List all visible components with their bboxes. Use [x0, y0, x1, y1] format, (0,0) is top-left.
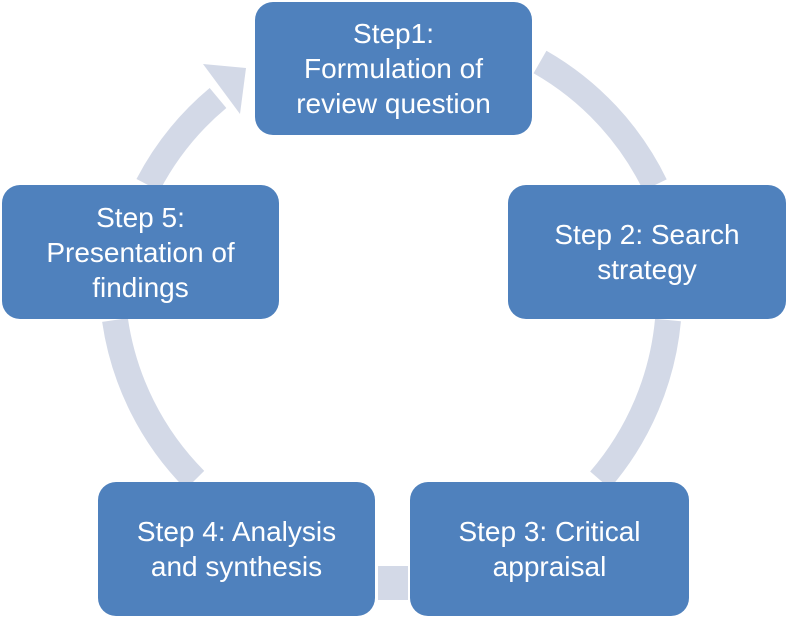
arrow-head-icon — [203, 64, 246, 114]
step-3-box: Step 3: Critical appraisal — [410, 482, 689, 616]
step-3-label: Step 3: Critical appraisal — [458, 516, 641, 582]
connector-3-4 — [378, 566, 408, 600]
connector-1-2 — [533, 50, 667, 191]
connector-4-5 — [102, 317, 205, 490]
step-4-label: Step 4: Analysis and synthesis — [136, 516, 337, 582]
connector-5-1 — [136, 88, 227, 192]
connector-2-3 — [590, 318, 681, 489]
step-4-box: Step 4: Analysis and synthesis — [98, 482, 375, 616]
step-1-box: Step1: Formulation of review question — [255, 2, 532, 135]
step-1-label: Step1: Formulation of review question — [296, 18, 491, 119]
step-5-box: Step 5: Presentation of findings — [2, 185, 279, 319]
step-2-label: Step 2: Search strategy — [554, 219, 740, 285]
step-2-box: Step 2: Search strategy — [508, 185, 786, 319]
step-5-label: Step 5: Presentation of findings — [46, 201, 235, 303]
